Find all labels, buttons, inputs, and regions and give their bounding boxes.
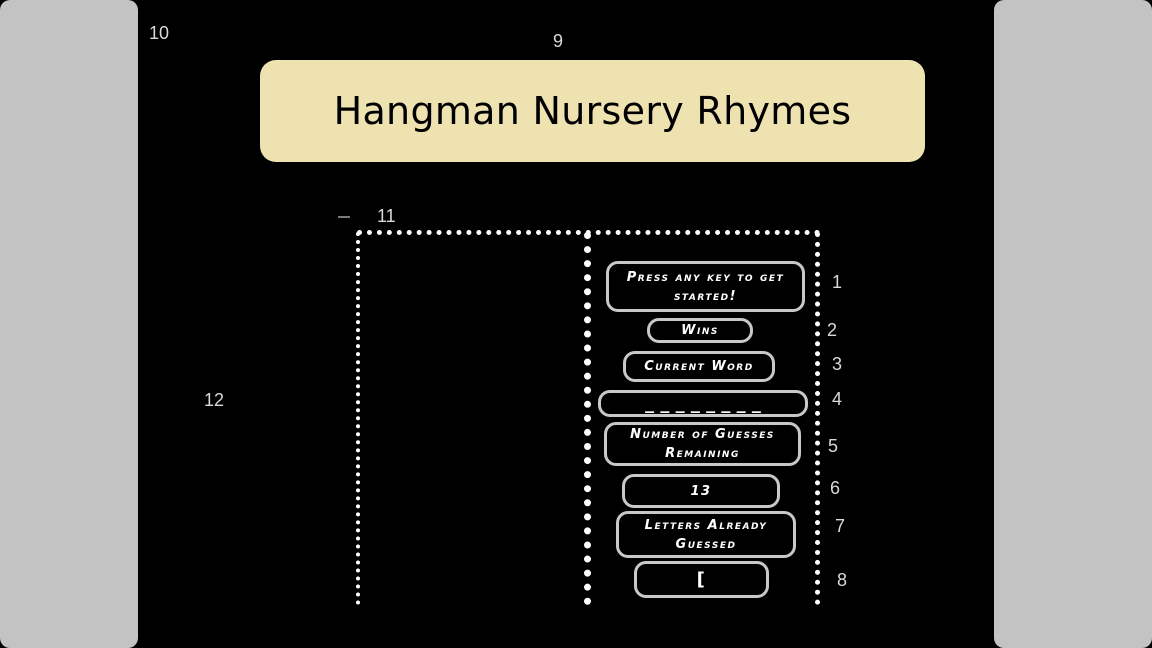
wins-label-box: Wins <box>647 318 753 343</box>
callout-3: 3 <box>832 354 843 374</box>
left-side-panel <box>0 0 138 648</box>
letters-guessed-label-box: Letters Already Guessed <box>616 511 796 558</box>
frame-marker <box>338 216 350 218</box>
title-banner: Hangman Nursery Rhymes <box>260 60 925 162</box>
callout-6: 6 <box>830 478 841 498</box>
word-blanks-box: _ _ _ _ _ _ _ _ <box>598 390 808 417</box>
guesses-remaining-label-box: Number of Guesses Remaining <box>604 422 801 466</box>
callout-2: 2 <box>827 320 838 340</box>
callout-11: 11 <box>377 206 396 226</box>
frame-right-border <box>815 232 820 605</box>
callout-7: 7 <box>835 516 846 536</box>
frame-left-border <box>356 232 360 605</box>
start-prompt-box: Press any key to get started! <box>606 261 805 312</box>
callout-10: 10 <box>149 23 170 43</box>
callout-12: 12 <box>204 390 225 410</box>
callout-9: 9 <box>553 31 564 51</box>
callout-1: 1 <box>832 272 843 292</box>
letters-guessed-value-box: [ <box>634 561 769 598</box>
callout-5: 5 <box>828 436 839 456</box>
guesses-remaining-count-box: 13 <box>622 474 780 508</box>
callout-8: 8 <box>837 570 848 590</box>
right-side-panel <box>994 0 1152 648</box>
frame-divider <box>584 232 591 605</box>
current-word-label-box: Current Word <box>623 351 775 382</box>
callout-4: 4 <box>832 389 843 409</box>
page-title: Hangman Nursery Rhymes <box>333 89 852 133</box>
